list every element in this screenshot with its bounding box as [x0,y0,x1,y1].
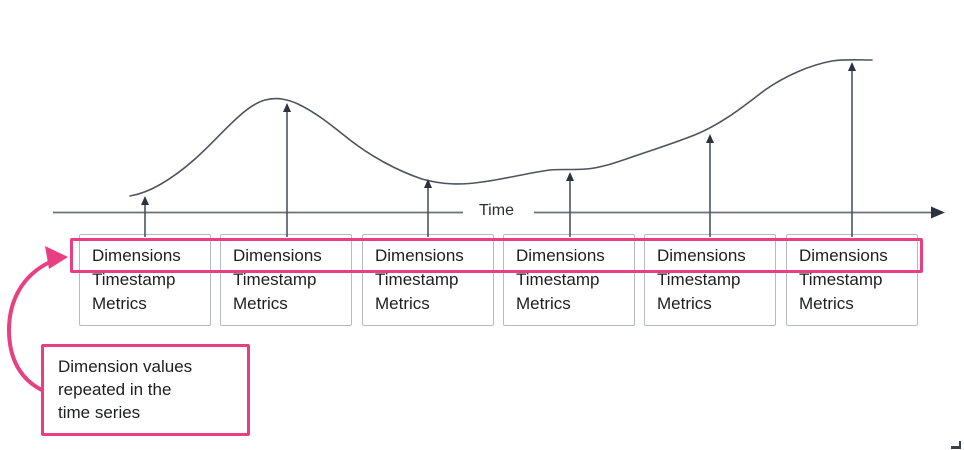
annotation-text-line: time series [58,403,141,422]
record-box: Dimensions Timestamp Metrics [503,234,635,326]
annotation-arrow [6,260,52,393]
record-field-dimensions: Dimensions [375,246,464,265]
record-field-dimensions: Dimensions [657,246,746,265]
record-field-dimensions: Dimensions [799,246,888,265]
record-box: Dimensions Timestamp Metrics [644,234,776,326]
record-field-timestamp: Timestamp [657,270,741,289]
up-arrowhead-icon [141,196,149,205]
data-point-arrowheads [141,62,856,205]
record-field-timestamp: Timestamp [92,270,176,289]
record-field-dimensions: Dimensions [92,246,181,265]
annotation-text-line: repeated in the [58,380,172,399]
record-box: Dimensions Timestamp Metrics [220,234,352,326]
time-series-curve [129,58,873,197]
up-arrowhead-icon [424,179,432,188]
annotation-arrowhead-icon [45,246,68,269]
up-arrowhead-icon [848,62,856,71]
record-field-metrics: Metrics [92,294,147,313]
up-arrowhead-icon [566,172,574,181]
record-field-timestamp: Timestamp [375,270,459,289]
record-field-dimensions: Dimensions [233,246,322,265]
record-field-metrics: Metrics [516,294,571,313]
record-field-metrics: Metrics [799,294,854,313]
data-point-arrows [144,70,853,237]
record-field-timestamp: Timestamp [799,270,883,289]
axis-arrowhead-icon [931,206,945,219]
up-arrowhead-icon [283,103,291,112]
annotation-text-line: Dimension values [58,357,193,376]
record-field-dimensions: Dimensions [516,246,605,265]
record-box: Dimensions Timestamp Metrics [362,234,494,326]
up-arrowhead-icon [706,134,714,143]
edge-artifact [951,441,961,449]
record-field-metrics: Metrics [657,294,712,313]
time-axis-label: Time [476,202,517,220]
record-field-metrics: Metrics [375,294,430,313]
record-box: Dimensions Timestamp Metrics [786,234,918,326]
dimensions-highlight-box [70,238,923,273]
annotation-box: Dimension values repeated in the time se… [41,344,250,436]
record-field-timestamp: Timestamp [516,270,600,289]
record-field-metrics: Metrics [233,294,288,313]
record-field-timestamp: Timestamp [233,270,317,289]
